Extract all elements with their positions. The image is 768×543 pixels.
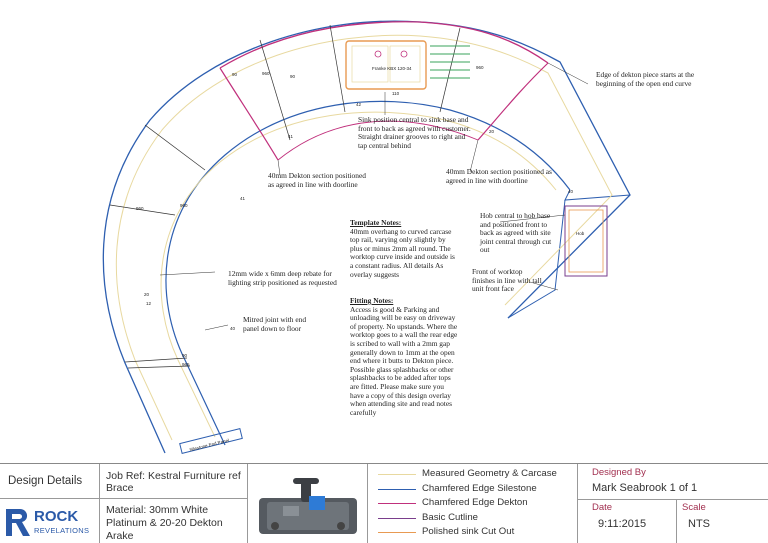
- inner-worktop-edge: [165, 100, 571, 446]
- dekton-top-arc: [219, 21, 549, 69]
- note-hob: Hob central to hob base and positioned f…: [480, 211, 552, 255]
- product-image-cell: [248, 464, 368, 543]
- outer-worktop-edge: [102, 20, 631, 454]
- dekton-inner-arc: [277, 120, 479, 161]
- drainer-grooves: [430, 45, 470, 79]
- logo-word: ROCK: [34, 508, 79, 525]
- dimension-label: 41: [288, 134, 294, 139]
- carcase-outline-inner: [160, 111, 557, 438]
- dimension-label: 90: [182, 353, 188, 358]
- note-rebate: 12mm wide x 6mm deep rebate for lighting…: [228, 269, 337, 287]
- job-ref: Job Ref: Kestral Furniture ref Brace: [106, 470, 241, 494]
- fitting-notes-title: Fitting Notes:: [350, 296, 394, 305]
- sink-cutout: [345, 40, 427, 90]
- dimension-label: 960: [180, 203, 188, 208]
- cutlines: [109, 24, 461, 369]
- worktop-template-drawing: Franke KBX 120-34 Hob Silestone End Pane…: [102, 20, 631, 454]
- template-notes-body: 40mm overhang to curved carcase top rail…: [350, 226, 455, 279]
- dimension-label: 41: [240, 196, 246, 201]
- designed-by-value: Mark Seabrook 1 of 1: [592, 482, 698, 494]
- legend-label: Chamfered Edge Dekton: [422, 497, 528, 508]
- designed-by-label: Designed By: [592, 467, 646, 478]
- dimension-label: 12: [146, 301, 152, 306]
- design-details-cell: Design Details ROCK REVELATIONS: [0, 464, 100, 543]
- scale-label: Scale: [682, 502, 706, 513]
- designed-by-cell: Designed By Mark Seabrook 1 of 1 Date 9:…: [578, 464, 768, 543]
- dimension-label: 42: [356, 102, 362, 107]
- dimension-label: 40: [568, 189, 574, 194]
- logo-subtitle: REVELATIONS: [34, 526, 90, 535]
- template-notes-title: Template Notes:: [350, 218, 402, 227]
- hob-label: Hob: [576, 231, 585, 236]
- dimension-label: 90: [290, 74, 296, 79]
- dimension-labels: 90 960 90 960 41 960 41 20 110 42 960 20 40 12 40 90 965: [136, 65, 574, 367]
- note-dekton-section-right: 40mm Dekton section positioned as agreed…: [446, 167, 552, 185]
- rock-logo: ROCK REVELATIONS: [4, 506, 100, 540]
- note-dekton-edge: Edge of dekton piece starts at the begin…: [596, 70, 695, 88]
- dimension-label: 960: [262, 71, 270, 76]
- fitting-notes-body: Access is good & Parking and unloading w…: [350, 304, 458, 417]
- title-block: Design Details ROCK REVELATIONS Job Ref:…: [0, 463, 768, 543]
- scale-value: NTS: [688, 518, 710, 530]
- dimension-label: 960: [136, 206, 144, 211]
- note-mitred-joint: Mitred joint with end panel down to floo…: [243, 315, 307, 333]
- fitting-notes: Fitting Notes: Access is good & Parking …: [350, 296, 458, 417]
- date-value: 9:11:2015: [598, 518, 647, 530]
- legend-swatch: [378, 474, 416, 475]
- dekton-edge-left-outer: [219, 67, 279, 161]
- hob-cutout: [564, 205, 608, 277]
- legend-swatch: [378, 517, 416, 519]
- date-label: Date: [592, 502, 613, 513]
- carcase-outline-outer: [115, 34, 613, 441]
- legend-label: Polished sink Cut Out: [422, 526, 515, 537]
- legend-label: Chamfered Edge Silestone: [422, 482, 537, 494]
- legend-swatch: [378, 532, 416, 533]
- legend-label: Basic Cutline: [422, 511, 478, 523]
- legend-label: Measured Geometry & Carcase: [422, 468, 557, 479]
- dimension-label: 20: [144, 292, 150, 297]
- template-notes: Template Notes: 40mm overhang to curved …: [350, 218, 456, 279]
- front-end-edge: [507, 199, 566, 319]
- end-panel: [179, 428, 243, 454]
- hob-end-edge: [564, 189, 631, 201]
- dimension-label: 20: [489, 129, 495, 134]
- note-front-worktop: Front of worktop finishes in line with t…: [472, 267, 542, 294]
- sink-model-label: Franke KBX 120-34: [372, 66, 412, 71]
- legend-swatch: [378, 488, 416, 490]
- dimension-label: 960: [476, 65, 484, 70]
- sink-product-image: [259, 478, 357, 534]
- note-dekton-section-left: 40mm Dekton section positioned as agreed…: [268, 171, 366, 189]
- dekton-edge-right-outer: [477, 62, 549, 141]
- rock-logo-mark: [6, 509, 30, 536]
- dimension-label: 90: [232, 72, 238, 77]
- dimension-label: 965: [182, 362, 190, 367]
- material: Material: 30mm White Platinum & 20-20 De…: [106, 504, 223, 540]
- leader-lines: [159, 62, 589, 331]
- legend-swatch: [378, 503, 416, 504]
- note-sink-position: Sink position central to sink base and f…: [358, 115, 471, 150]
- dimension-label: 40: [230, 326, 236, 331]
- job-cell: Job Ref: Kestral Furniture ref Brace Mat…: [100, 464, 248, 543]
- dimension-label: 110: [392, 91, 400, 96]
- design-details-heading: Design Details: [8, 475, 83, 487]
